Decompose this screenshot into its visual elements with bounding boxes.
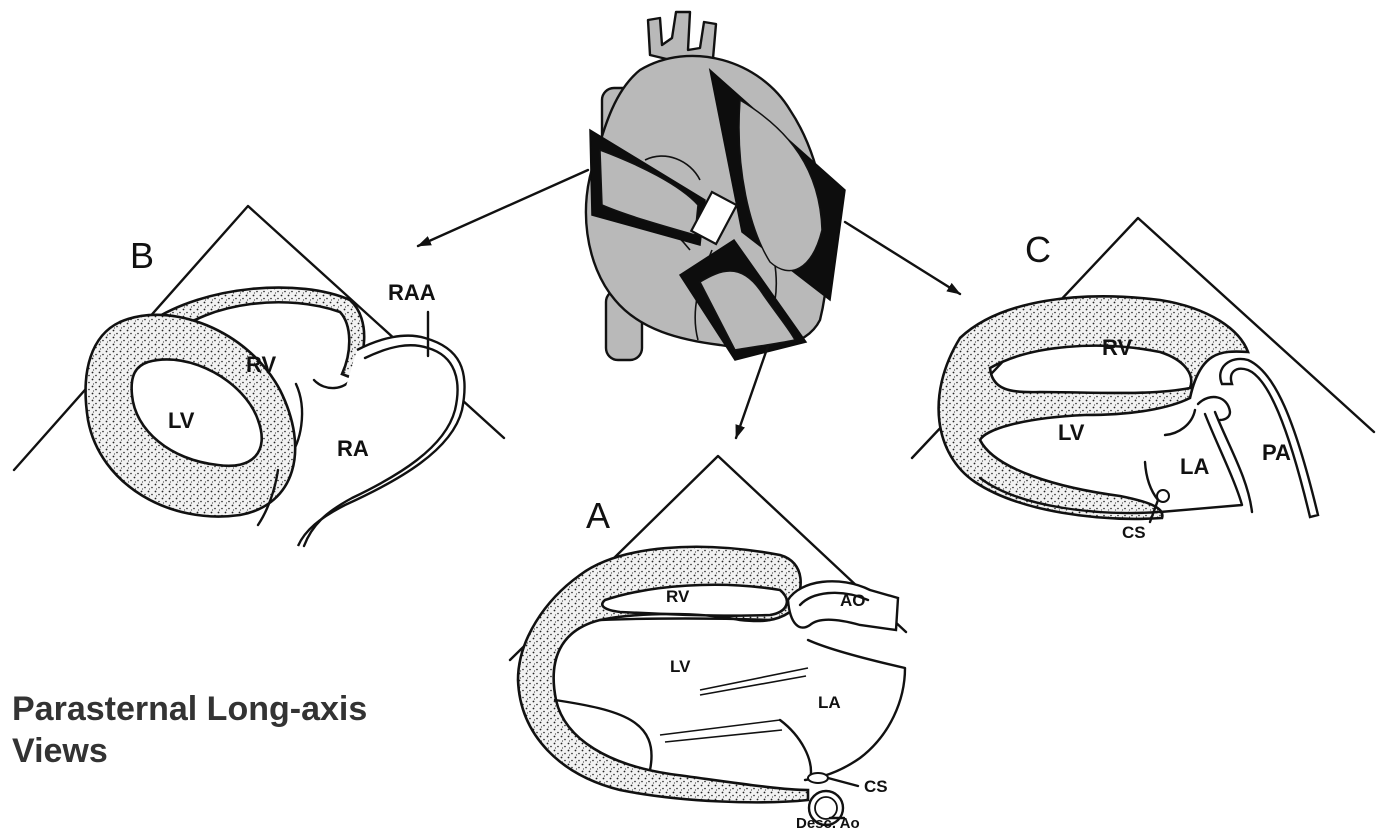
panel-c-pa-label: PA [1262, 440, 1291, 465]
panel-c-letter: C [1025, 229, 1051, 270]
caption-line-2: Views [12, 730, 367, 772]
panel-a-desc-ao-label: Desc. Ao [796, 815, 860, 830]
panel-c-lv-label: LV [1058, 420, 1085, 445]
panel-c: C RV LV LA PA CS [912, 218, 1374, 542]
panel-a-letter: A [586, 495, 610, 536]
panel-b-ra-label: RA [337, 436, 369, 461]
panel-a-lv-label: LV [670, 657, 691, 676]
panel-a: A RV LV LA AO CS Desc. Ao [510, 456, 906, 830]
panel-b-rv-label: RV [246, 352, 276, 377]
panel-a-la-label: LA [818, 693, 841, 712]
panel-c-la-label: LA [1180, 454, 1209, 479]
arrow-to-c [845, 222, 960, 294]
panel-b-letter: B [130, 235, 154, 276]
panel-c-rv-label: RV [1102, 335, 1132, 360]
panel-b: B RV LV RA RAA [14, 206, 504, 546]
heart-illustration [586, 12, 845, 360]
panel-b-lv-label: LV [168, 408, 195, 433]
panel-a-cs-label: CS [864, 777, 888, 796]
panel-a-rv-label: RV [666, 587, 690, 606]
panel-b-raa-label: RAA [388, 280, 436, 305]
panel-a-ao-label: AO [840, 591, 866, 610]
figure-caption: Parasternal Long-axis Views [12, 688, 367, 772]
panel-c-cs-label: CS [1122, 523, 1146, 542]
caption-line-1: Parasternal Long-axis [12, 688, 367, 730]
arrow-to-a [736, 346, 768, 438]
arrow-to-b [418, 170, 588, 246]
